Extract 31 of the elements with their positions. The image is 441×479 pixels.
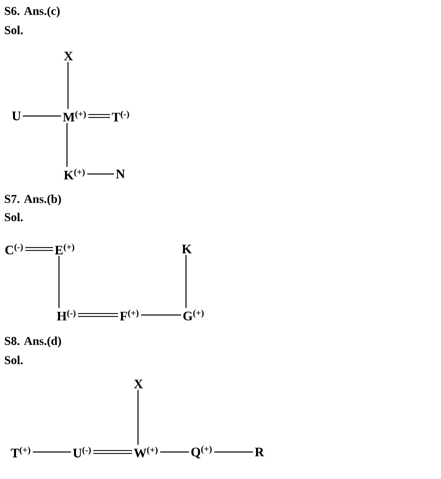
person-label: N	[116, 170, 125, 178]
relation-line	[66, 122, 68, 168]
relation-line	[78, 313, 118, 317]
heading: Sol.	[4, 212, 23, 222]
heading: Sol.	[4, 356, 23, 364]
heading: Sol.	[4, 26, 23, 34]
person-label: Q$^{(+)}$	[191, 446, 212, 458]
relation-line	[58, 256, 60, 308]
heading: S7. Ans.(b)	[4, 194, 61, 206]
person-label: W$^{(+)}$	[134, 446, 158, 458]
relation-line	[93, 450, 132, 454]
person-label: R	[254, 448, 264, 456]
person-label: K	[182, 244, 192, 254]
relation-line	[88, 114, 110, 118]
person-label: G$^{(+)}$	[183, 310, 204, 320]
person-label: M$^{(+)}$	[62, 110, 86, 122]
person-label: H$^{(-)}$	[56, 310, 76, 320]
person-label: F$^{(+)}$	[120, 310, 138, 320]
person-label: E$^{(+)}$	[54, 244, 74, 254]
person-label: K$^{(+)}$	[64, 168, 85, 180]
person-label: X	[134, 380, 143, 388]
person-label: X	[64, 52, 73, 60]
heading: S8. Ans.(d)	[4, 336, 61, 348]
relation-line	[140, 314, 182, 316]
person-label: C$^{(-)}$	[5, 244, 23, 254]
heading: S6. Ans.(c)	[4, 6, 60, 18]
person-label: T$^{(+)}$	[10, 446, 30, 458]
person-label: U	[12, 112, 21, 120]
person-label: T$^{(-)}$	[112, 110, 130, 122]
relation-line	[25, 247, 53, 251]
person-label: U$^{(-)}$	[73, 446, 91, 458]
